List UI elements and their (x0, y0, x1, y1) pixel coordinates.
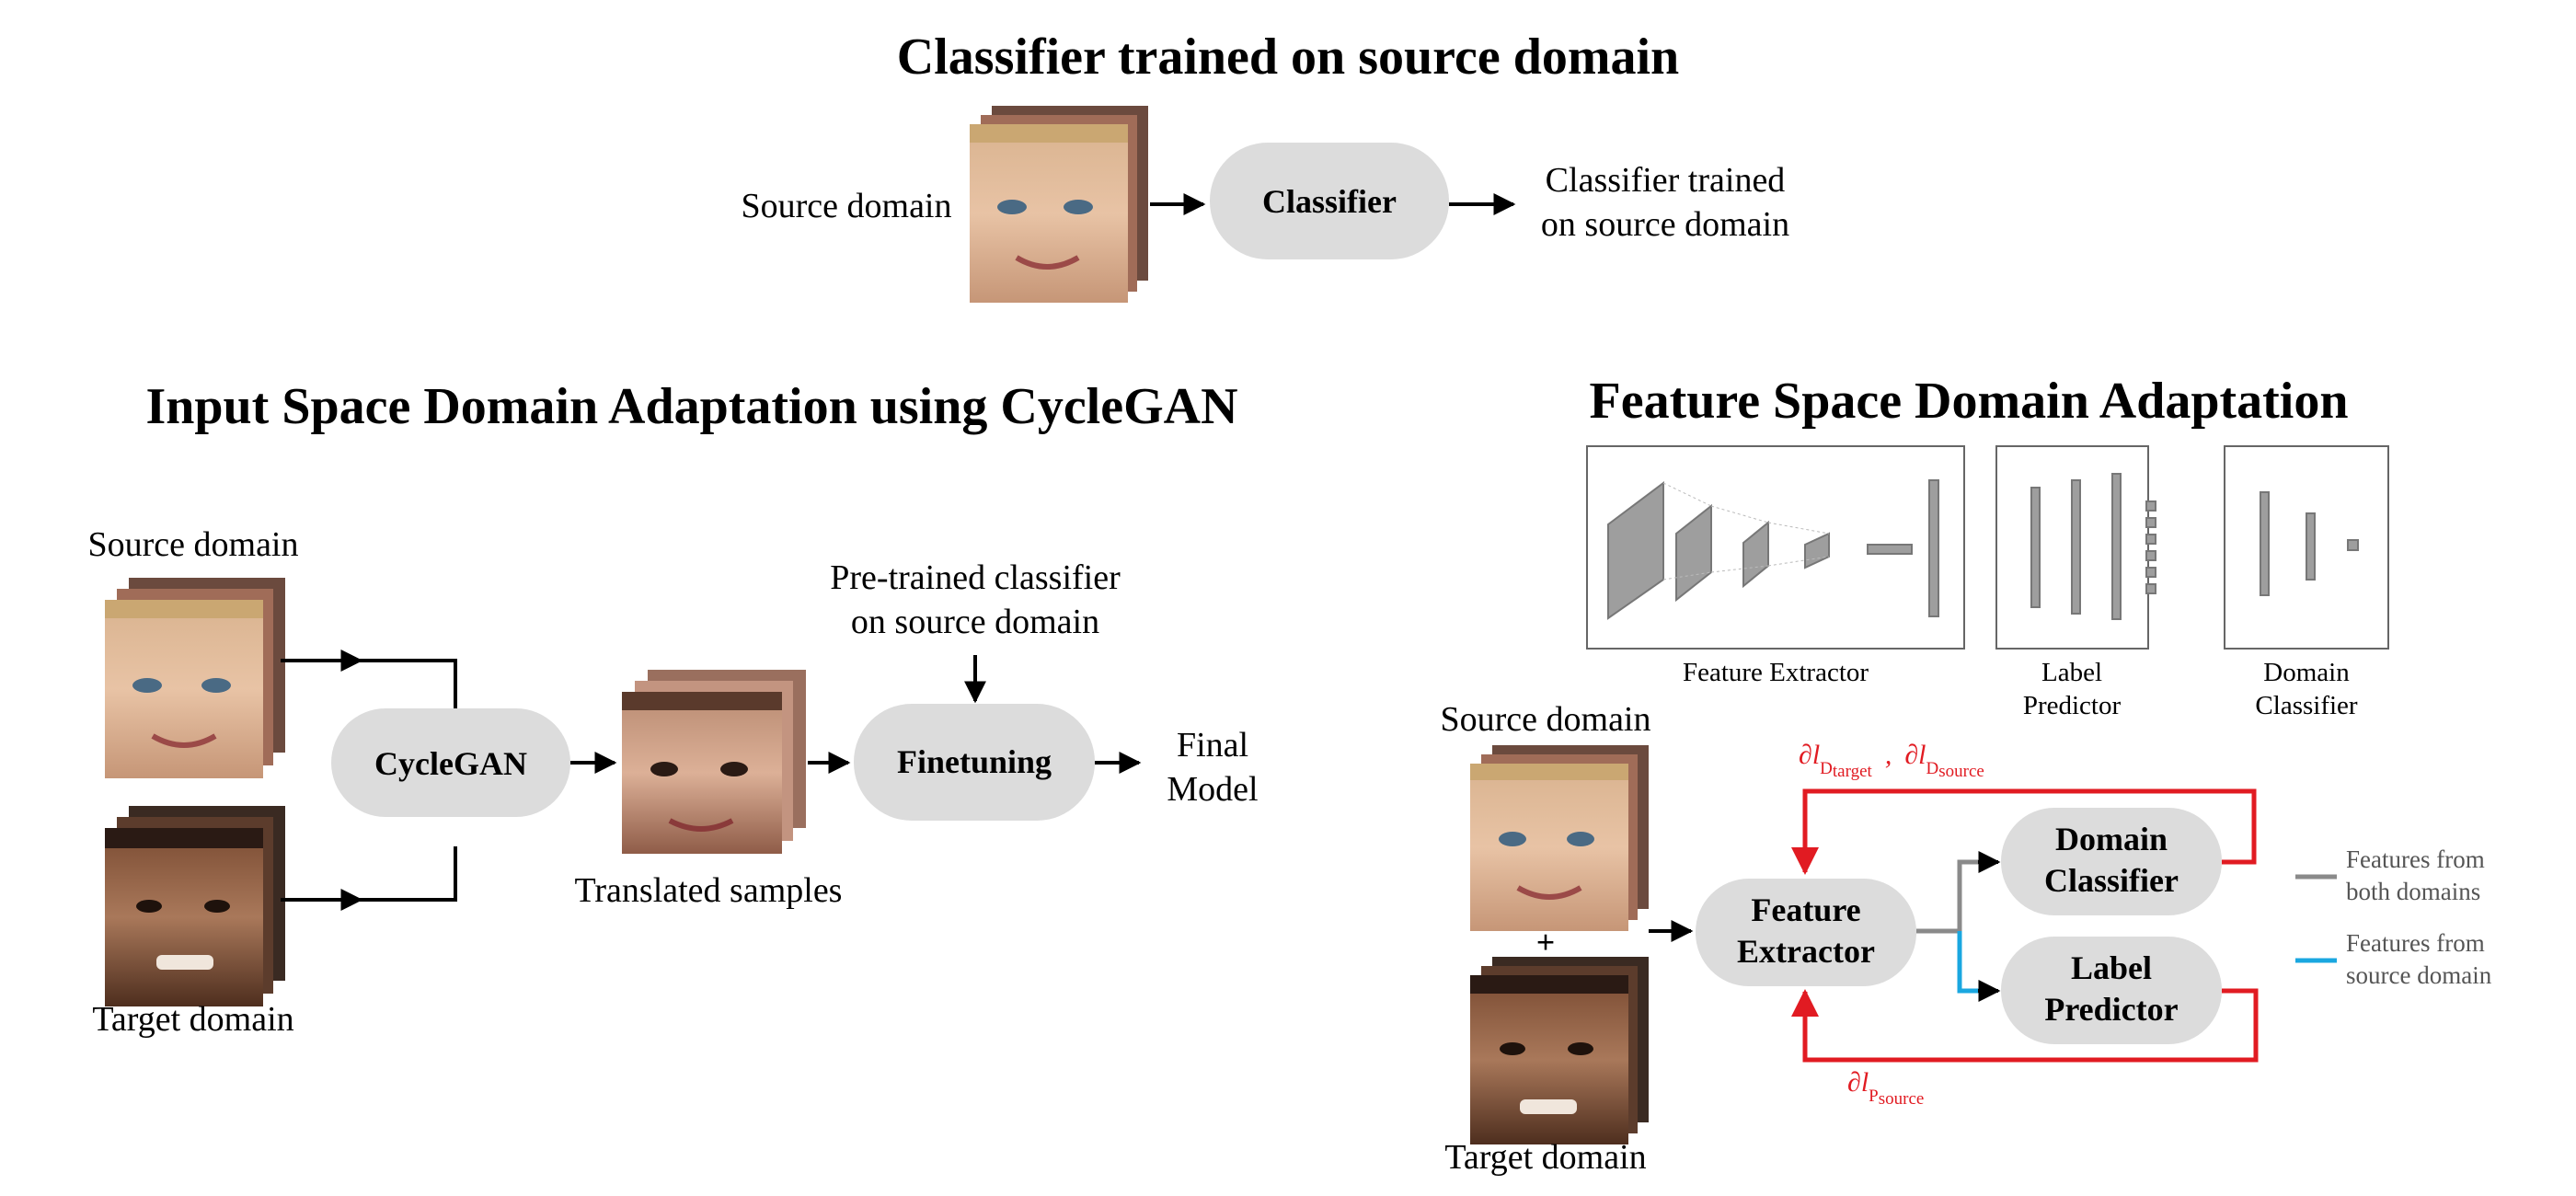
top-section: Source domain Classifier Classifier trai… (741, 106, 1789, 303)
title-input-space: Input Space Domain Adaptation using Cycl… (145, 378, 1237, 435)
feature-extractor-label-1: Feature (1751, 891, 1860, 928)
input-source-connector (281, 659, 457, 713)
domain-classifier-net-label-2: Classifier (2255, 691, 2357, 720)
feature-space-section: Feature Extractor Label Predictor Domain… (1440, 445, 2492, 1177)
pretrained-line1: Pre-trained classifier (830, 558, 1121, 597)
label-predictor-label-1: Label (2071, 949, 2152, 986)
top-source-face-stack (970, 106, 1148, 303)
legend-src-line2: source domain (2346, 961, 2492, 989)
domain-classifier-pill (2001, 808, 2222, 915)
feature-target-label: Target domain (1444, 1138, 1646, 1177)
feature-source-label: Source domain (1440, 700, 1650, 739)
label-predictor-net-label-1: Label (2041, 658, 2102, 687)
branch-to-label-predictor (1957, 931, 1989, 994)
cyclegan-label: CycleGAN (374, 745, 527, 782)
feature-source-face-stack (1470, 745, 1649, 931)
top-output-line2: on source domain (1541, 205, 1789, 244)
input-target-label: Target domain (92, 1000, 293, 1039)
legend-both-line2: both domains (2346, 878, 2480, 905)
final-line2: Model (1167, 770, 1258, 809)
top-classifier-pill (1210, 143, 1449, 259)
label-predictor-net-label-2: Predictor (2023, 691, 2122, 720)
top-classifier-label: Classifier (1262, 183, 1397, 220)
gradient-bottom-label: ∂lPsource (1847, 1067, 1924, 1109)
legend-src-line1: Features from (2346, 929, 2485, 957)
final-line1: Final (1177, 726, 1248, 765)
gradient-domain-loop (1791, 788, 2257, 875)
input-source-face-stack (105, 578, 285, 778)
top-output-line1: Classifier trained (1546, 161, 1786, 200)
top-source-label: Source domain (741, 187, 951, 225)
finetuning-label: Finetuning (897, 743, 1052, 780)
feature-target-face-stack (1470, 957, 1649, 1144)
feature-extractor-net-layers (1607, 479, 1939, 620)
branch-to-domain-classifier (1957, 859, 1989, 931)
input-space-section: Source domain Target domain CycleGAN (87, 525, 1258, 1039)
gradient-label-loop (1791, 988, 2259, 1063)
feature-extractor-label-2: Extractor (1737, 933, 1875, 970)
domain-classifier-label-2: Classifier (2044, 862, 2179, 899)
gradient-top-label: ∂lDtarget,∂lDsource (1799, 740, 1984, 781)
cyclegan-pill (331, 708, 570, 817)
title-feature-space: Feature Space Domain Adaptation (1590, 373, 2349, 430)
label-predictor-label-2: Predictor (2044, 991, 2178, 1028)
feature-extractor-pill (1696, 879, 1916, 986)
legend-both-line1: Features from (2346, 845, 2485, 873)
finetuning-pill (854, 704, 1095, 821)
input-target-connector (281, 846, 457, 902)
input-source-label: Source domain (87, 525, 298, 564)
translated-label: Translated samples (575, 871, 843, 910)
pretrained-line2: on source domain (851, 603, 1099, 641)
feature-plus-sign: + (1536, 924, 1556, 960)
feature-extractor-net-label: Feature Extractor (1683, 658, 1869, 687)
title-top: Classifier trained on source domain (897, 29, 1679, 86)
domain-classifier-label-1: Domain (2055, 821, 2168, 857)
domain-classifier-net-layers (2260, 491, 2359, 596)
domain-classifier-net-label-1: Domain (2263, 658, 2350, 687)
label-predictor-pill (2001, 937, 2222, 1044)
legend: Features from both domains Features from… (2295, 845, 2492, 989)
translated-face-stack (622, 670, 806, 854)
feature-extractor-net-dots (1662, 482, 1830, 581)
label-predictor-net-layers (2030, 473, 2156, 620)
input-target-face-stack (105, 806, 285, 1006)
